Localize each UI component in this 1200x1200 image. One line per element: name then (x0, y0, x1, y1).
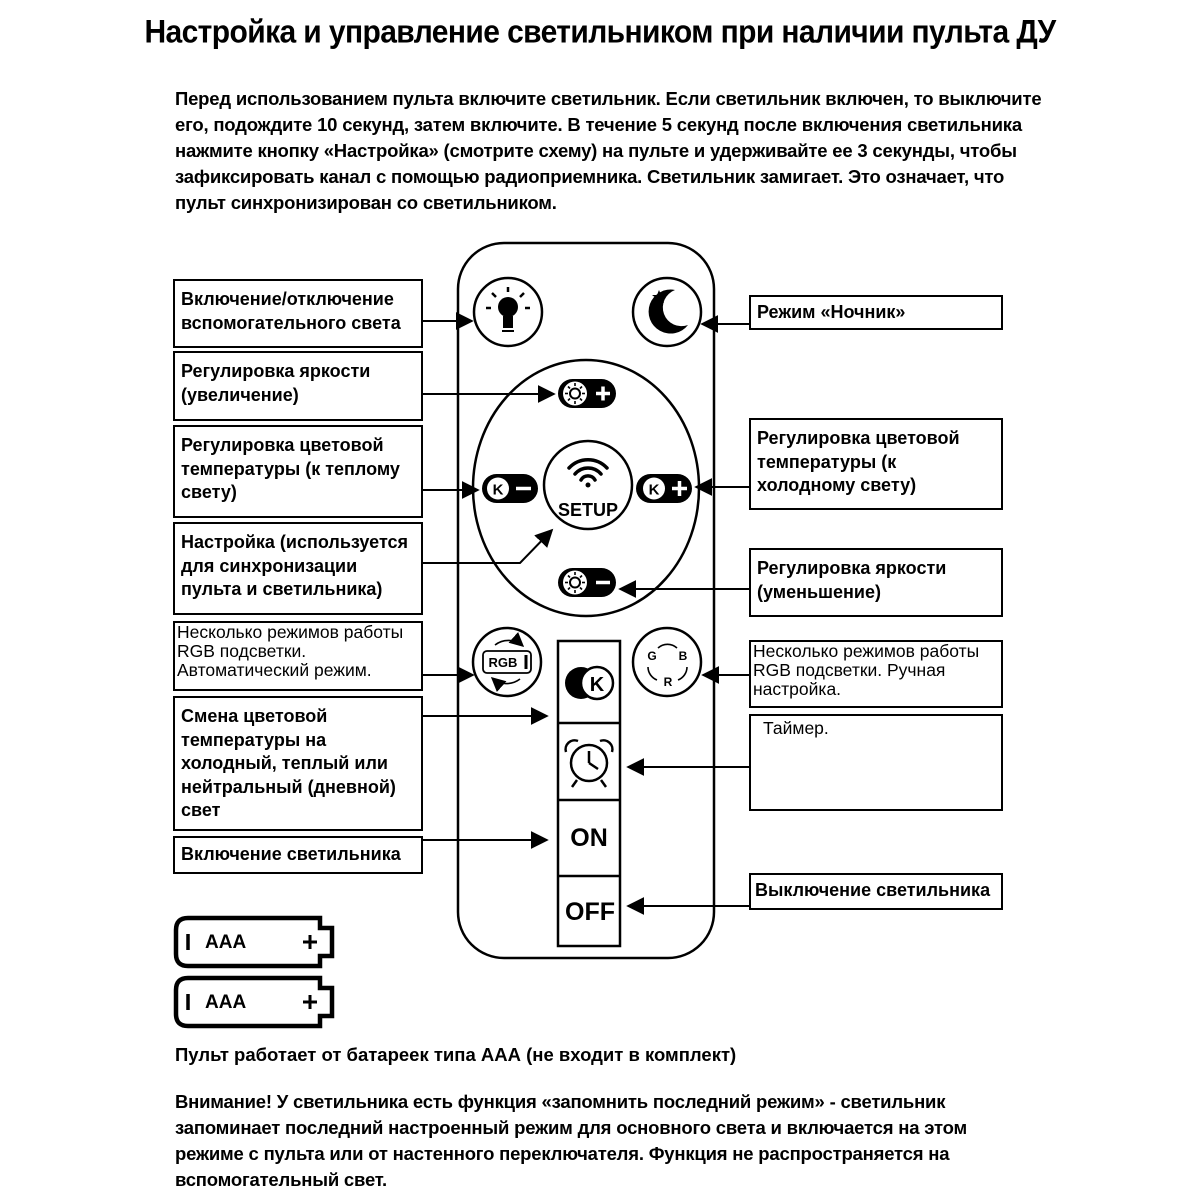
rgb-auto-icon: RGB (482, 632, 532, 692)
battery-2: AAA (173, 975, 335, 1029)
label-rgb-manual: Несколько режимов работы RGB подсветки. … (749, 640, 1003, 708)
battery-2-label: AAA (205, 992, 246, 1013)
rgb-manual-button[interactable]: G B R (631, 626, 703, 698)
svg-text:RGB: RGB (489, 655, 518, 670)
label-temp-warm: Регулировка цветовой температуры (к тепл… (173, 425, 423, 518)
label-power-off: Выключение светильника (749, 873, 1003, 910)
intro-text: Перед использованием пульта включите све… (175, 88, 1042, 213)
battery-icon (173, 975, 335, 1029)
temp-cold-button[interactable]: K (636, 474, 692, 503)
on-button[interactable]: ON (570, 824, 608, 852)
svg-text:K: K (649, 482, 660, 499)
label-night-mode: Режим «Ночник» (749, 295, 1003, 330)
battery-1: AAA (173, 915, 335, 969)
temp-change-button[interactable]: K (560, 643, 618, 722)
label-temp-change: Смена цветовой температуры на холодный, … (173, 696, 423, 831)
svg-text:K: K (493, 482, 504, 499)
setup-button[interactable]: SETUP (542, 439, 634, 531)
k-minus-icon: K (487, 477, 531, 500)
aux-light-button[interactable] (472, 276, 544, 348)
label-setup: Настройка (используется для синхронизаци… (173, 522, 423, 615)
label-timer: Таймер. (749, 714, 1003, 811)
page-title: Настройка и управление светильником при … (144, 14, 1056, 51)
temp-warm-button[interactable]: K (482, 474, 538, 503)
arrow-setup (421, 528, 554, 564)
label-aux-light: Включение/отключение вспомогательного св… (173, 279, 423, 348)
battery-note: Пульт работает от батареек типа ААА (не … (175, 1044, 737, 1065)
pointer-arrows (421, 312, 750, 915)
moon-icon (648, 289, 688, 334)
label-rgb-auto: Несколько режимов работы RGB подсветки. … (173, 621, 423, 691)
bulb-icon (486, 287, 530, 332)
label-brightness-down: Регулировка яркости (уменьшение) (749, 548, 1003, 617)
label-brightness-up: Регулировка яркости (увеличение) (173, 351, 423, 421)
svg-text:B: B (679, 649, 688, 663)
brightness-down-button[interactable] (558, 568, 616, 597)
timer-button[interactable] (560, 725, 618, 799)
rgb-manual-icon: G B R (647, 643, 688, 689)
sun-plus-icon (563, 381, 610, 406)
svg-text:G: G (647, 649, 656, 663)
battery-icon (173, 915, 335, 969)
setup-label: SETUP (558, 500, 618, 520)
alarm-clock-icon (564, 739, 614, 788)
k-plus-icon: K (643, 477, 687, 500)
label-power-on: Включение светильника (173, 836, 423, 874)
warning-text: Внимание! У светильника есть функция «за… (175, 1091, 967, 1190)
label-temp-cold: Регулировка цветовой температуры (к холо… (749, 418, 1003, 510)
brightness-up-button[interactable] (558, 379, 616, 408)
rgb-auto-button[interactable]: RGB (471, 626, 543, 698)
sun-minus-icon (563, 570, 610, 595)
wifi-icon (567, 458, 609, 488)
svg-text:R: R (664, 675, 673, 689)
k-circle-icon: K (565, 665, 615, 701)
battery-1-label: AAA (205, 932, 246, 953)
night-mode-button[interactable] (631, 276, 703, 348)
svg-text:K: K (590, 674, 605, 696)
off-button[interactable]: OFF (565, 898, 615, 926)
